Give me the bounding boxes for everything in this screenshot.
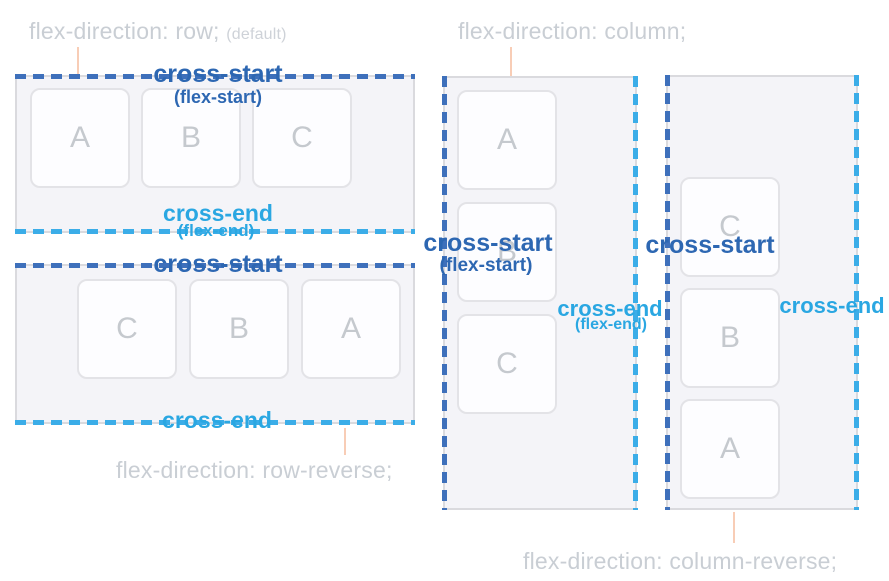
connector-line-column (510, 47, 512, 76)
flex-items-row-reverse: C B A (17, 266, 413, 422)
cross-end-dashed-edge-row (15, 229, 415, 234)
cross-start-dashed-edge-column-reverse (665, 75, 670, 510)
direction-label-column-reverse: flex-direction: column-reverse; (523, 548, 838, 574)
flex-items-row: A B C (17, 77, 413, 231)
cross-start-dashed-edge-row-reverse (15, 263, 415, 268)
cross-start-dashed-edge-row (15, 74, 415, 79)
cross-end-label-column: cross-end (557, 296, 663, 321)
connector-line-column-reverse (733, 512, 735, 543)
direction-label-row-reverse: flex-direction: row-reverse; (116, 457, 393, 483)
cross-start-dashed-edge-column (442, 76, 447, 510)
flex-item: C (457, 314, 557, 414)
cross-end-label-row: cross-end (163, 200, 273, 226)
direction-label-column: flex-direction: column; (458, 18, 687, 44)
cross-end-dashed-edge-column (633, 76, 638, 510)
cross-end-note-row: (flex-end) (177, 221, 255, 240)
connector-line-row (77, 47, 79, 75)
cross-start-label-row-reverse: cross-start (153, 250, 283, 278)
flex-container-column: A B C (442, 76, 638, 510)
flex-container-row: A B C (15, 74, 415, 234)
cross-end-dashed-edge-row-reverse (15, 420, 415, 425)
cross-start-label-row: cross-start (153, 60, 283, 88)
flex-item: B (457, 202, 557, 302)
direction-label-row: flex-direction: row; (default) (29, 18, 287, 45)
cross-end-label-row-reverse: cross-end (162, 407, 272, 433)
flex-item: A (680, 399, 780, 499)
cross-end-note-column: (flex-end) (575, 316, 647, 333)
direction-label-row-text: flex-direction: row; (29, 18, 220, 44)
flex-item: B (141, 88, 241, 188)
flex-item: C (77, 279, 177, 379)
flex-item: B (189, 279, 289, 379)
flex-item: B (680, 288, 780, 388)
cross-end-dashed-edge-column-reverse (854, 75, 859, 510)
cross-start-note-row: (flex-start) (173, 87, 263, 107)
flex-item: C (252, 88, 352, 188)
cross-end-label-column-reverse: cross-end (779, 293, 885, 318)
flex-item: C (680, 177, 780, 277)
connector-line-row-reverse (344, 428, 346, 455)
direction-label-row-note: (default) (226, 26, 287, 43)
flex-item: A (457, 90, 557, 190)
cross-start-label-column-reverse: cross-start (645, 231, 775, 259)
flex-item: A (301, 279, 401, 379)
flex-container-row-reverse: C B A (15, 263, 415, 425)
flex-container-column-reverse: C B A (665, 75, 859, 510)
flex-item: A (30, 88, 130, 188)
cross-start-label-column: cross-start (423, 229, 553, 257)
flex-items-column: A B C (445, 78, 635, 508)
cross-start-note-column: (flex-start) (439, 255, 533, 276)
flex-items-column-reverse: C B A (668, 77, 856, 508)
